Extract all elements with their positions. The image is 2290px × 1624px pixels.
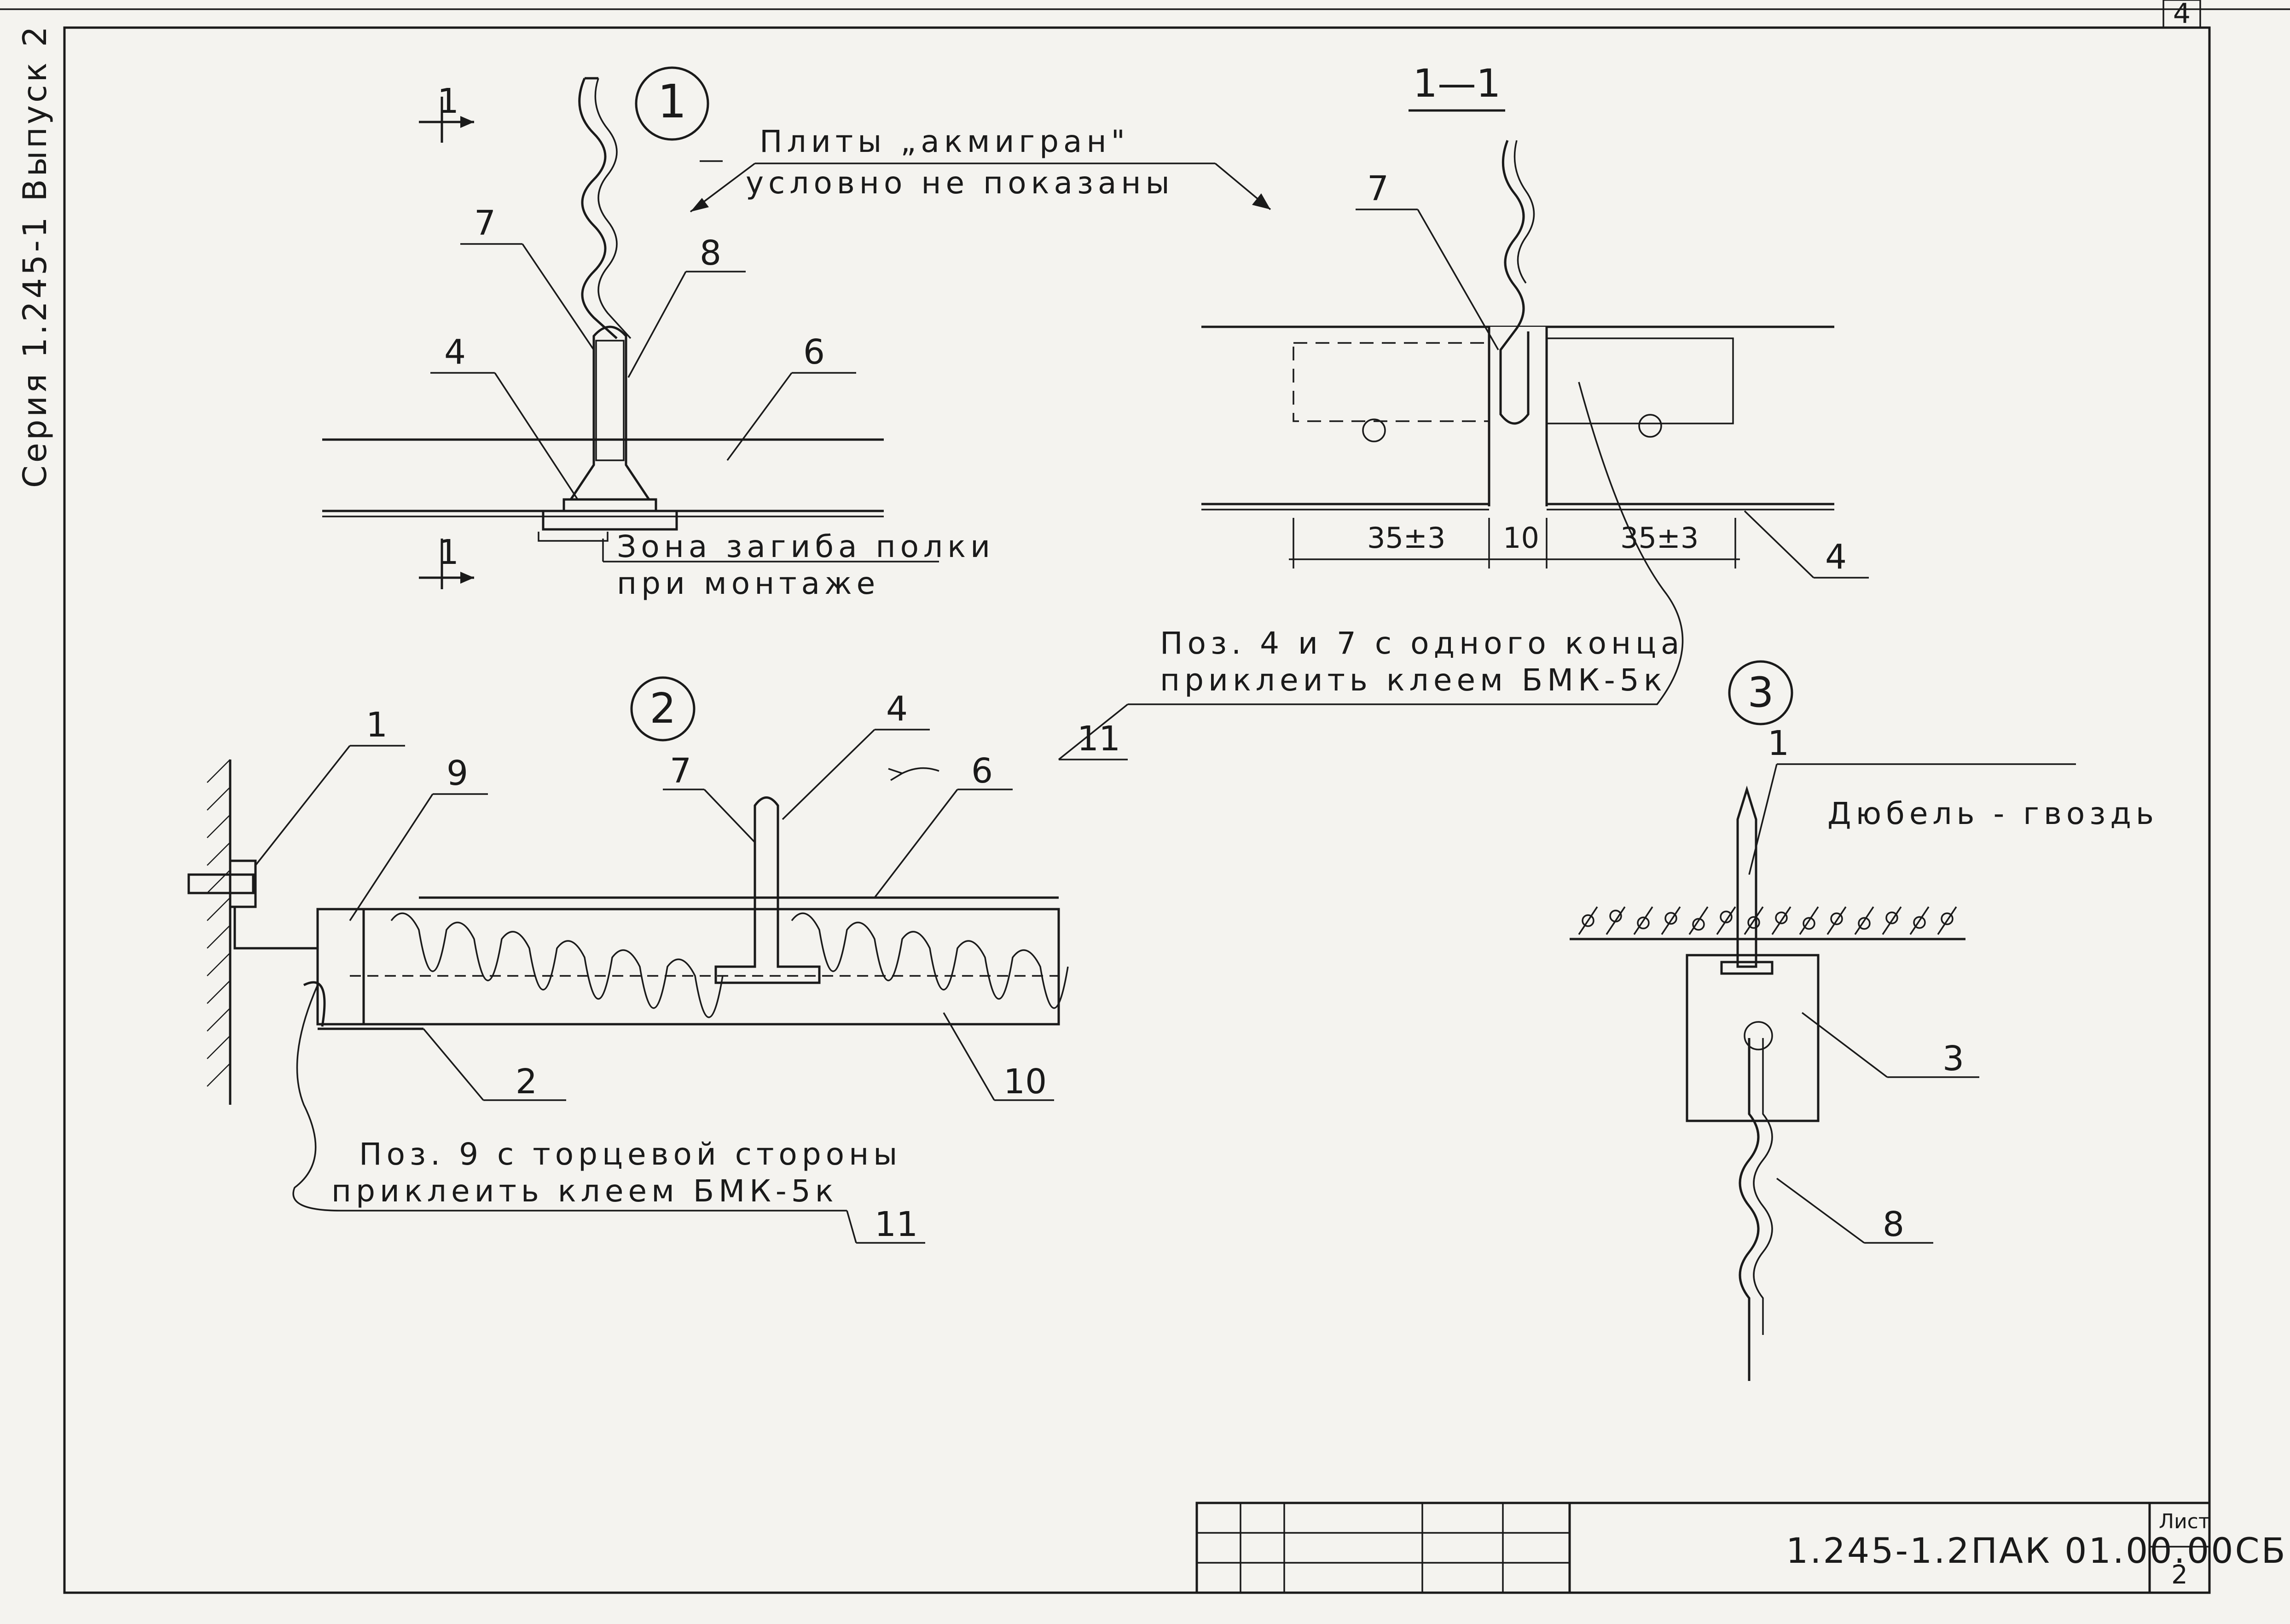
detail-2-note-line1: Поз. 9 с торцевой стороны: [359, 1137, 902, 1172]
detail-1-marker: 1: [657, 75, 687, 128]
detail-2-pos-1: 1: [366, 705, 388, 745]
detail-1-note-line1: Плиты „акмигран": [759, 124, 1130, 159]
detail-2: 2 1 9 7: [187, 676, 1069, 1244]
sheet-number: 2: [2171, 1560, 2188, 1590]
sheet-corner-number: 4: [2173, 0, 2191, 30]
detail-1-note-line2: условно не показаны: [746, 165, 1174, 201]
document-code: 1.245-1.2ПАК 01.00.00СБ: [1786, 1530, 2287, 1571]
detail-2-pos-4: 4: [886, 689, 908, 729]
detail-1-zone-line1: Зона загиба полки: [617, 529, 995, 564]
dowel-label: Дюбель - гвоздь: [1827, 796, 2158, 831]
section-1-1: 1—1 7 4 35±3 10 35±3 Поз. 4 и 7: [1058, 61, 1869, 760]
dim-left: 35±3: [1367, 521, 1445, 555]
section-mark-top-label: 1: [437, 81, 459, 121]
sheet-label: Лист: [2159, 1510, 2210, 1533]
detail-3-pos-8: 8: [1883, 1205, 1904, 1244]
section-note-pos: 11: [1077, 719, 1120, 759]
detail-2-pos-10: 10: [1003, 1062, 1047, 1102]
detail-3-pos-3: 3: [1942, 1039, 1964, 1079]
detail-2-note-pos: 11: [875, 1205, 918, 1244]
detail-2-pos-9: 9: [446, 754, 468, 793]
section-mark-bottom: 1: [419, 533, 474, 589]
detail-1: 1 1 1 Плиты „а: [322, 66, 1271, 601]
dim-right: 35±3: [1620, 521, 1699, 555]
detail-2-pos-2: 2: [516, 1062, 537, 1102]
series-label: Серия 1.245-1 Выпуск 2: [16, 23, 54, 488]
detail-1-pos-6: 6: [803, 332, 825, 372]
section-note-line2: приклеить клеем БМК-5к: [1160, 662, 1667, 698]
detail-3-pos-1: 1: [1768, 724, 1789, 763]
section-note-line1: Поз. 4 и 7 с одного конца: [1160, 626, 1684, 661]
dim-middle: 10: [1503, 521, 1539, 555]
section-pos-4: 4: [1825, 537, 1847, 577]
detail-1-pos-7: 7: [474, 203, 496, 243]
detail-2-marker: 2: [649, 684, 676, 733]
detail-2-pos-6: 6: [971, 751, 993, 791]
detail-1-zone-line2: при монтаже: [617, 566, 880, 601]
title-block: 1.245-1.2ПАК 01.00.00СБ Лист 2: [1195, 1502, 2287, 1594]
detail-2-pos-7: 7: [670, 751, 691, 791]
detail-3: 3 1 Дюбель - гвоздь: [1570, 660, 2158, 1381]
detail-1-pos-8: 8: [700, 233, 721, 273]
section-mark-top: 1: [419, 81, 474, 143]
detail-2-note-line2: приклеить клеем БМК-5к: [331, 1173, 838, 1209]
section-mark-bottom-label: 1: [437, 533, 459, 572]
section-pos-7: 7: [1367, 169, 1389, 209]
detail-1-pos-4: 4: [444, 332, 466, 372]
detail-3-marker: 3: [1747, 668, 1774, 717]
section-1-1-title: 1—1: [1413, 61, 1501, 106]
